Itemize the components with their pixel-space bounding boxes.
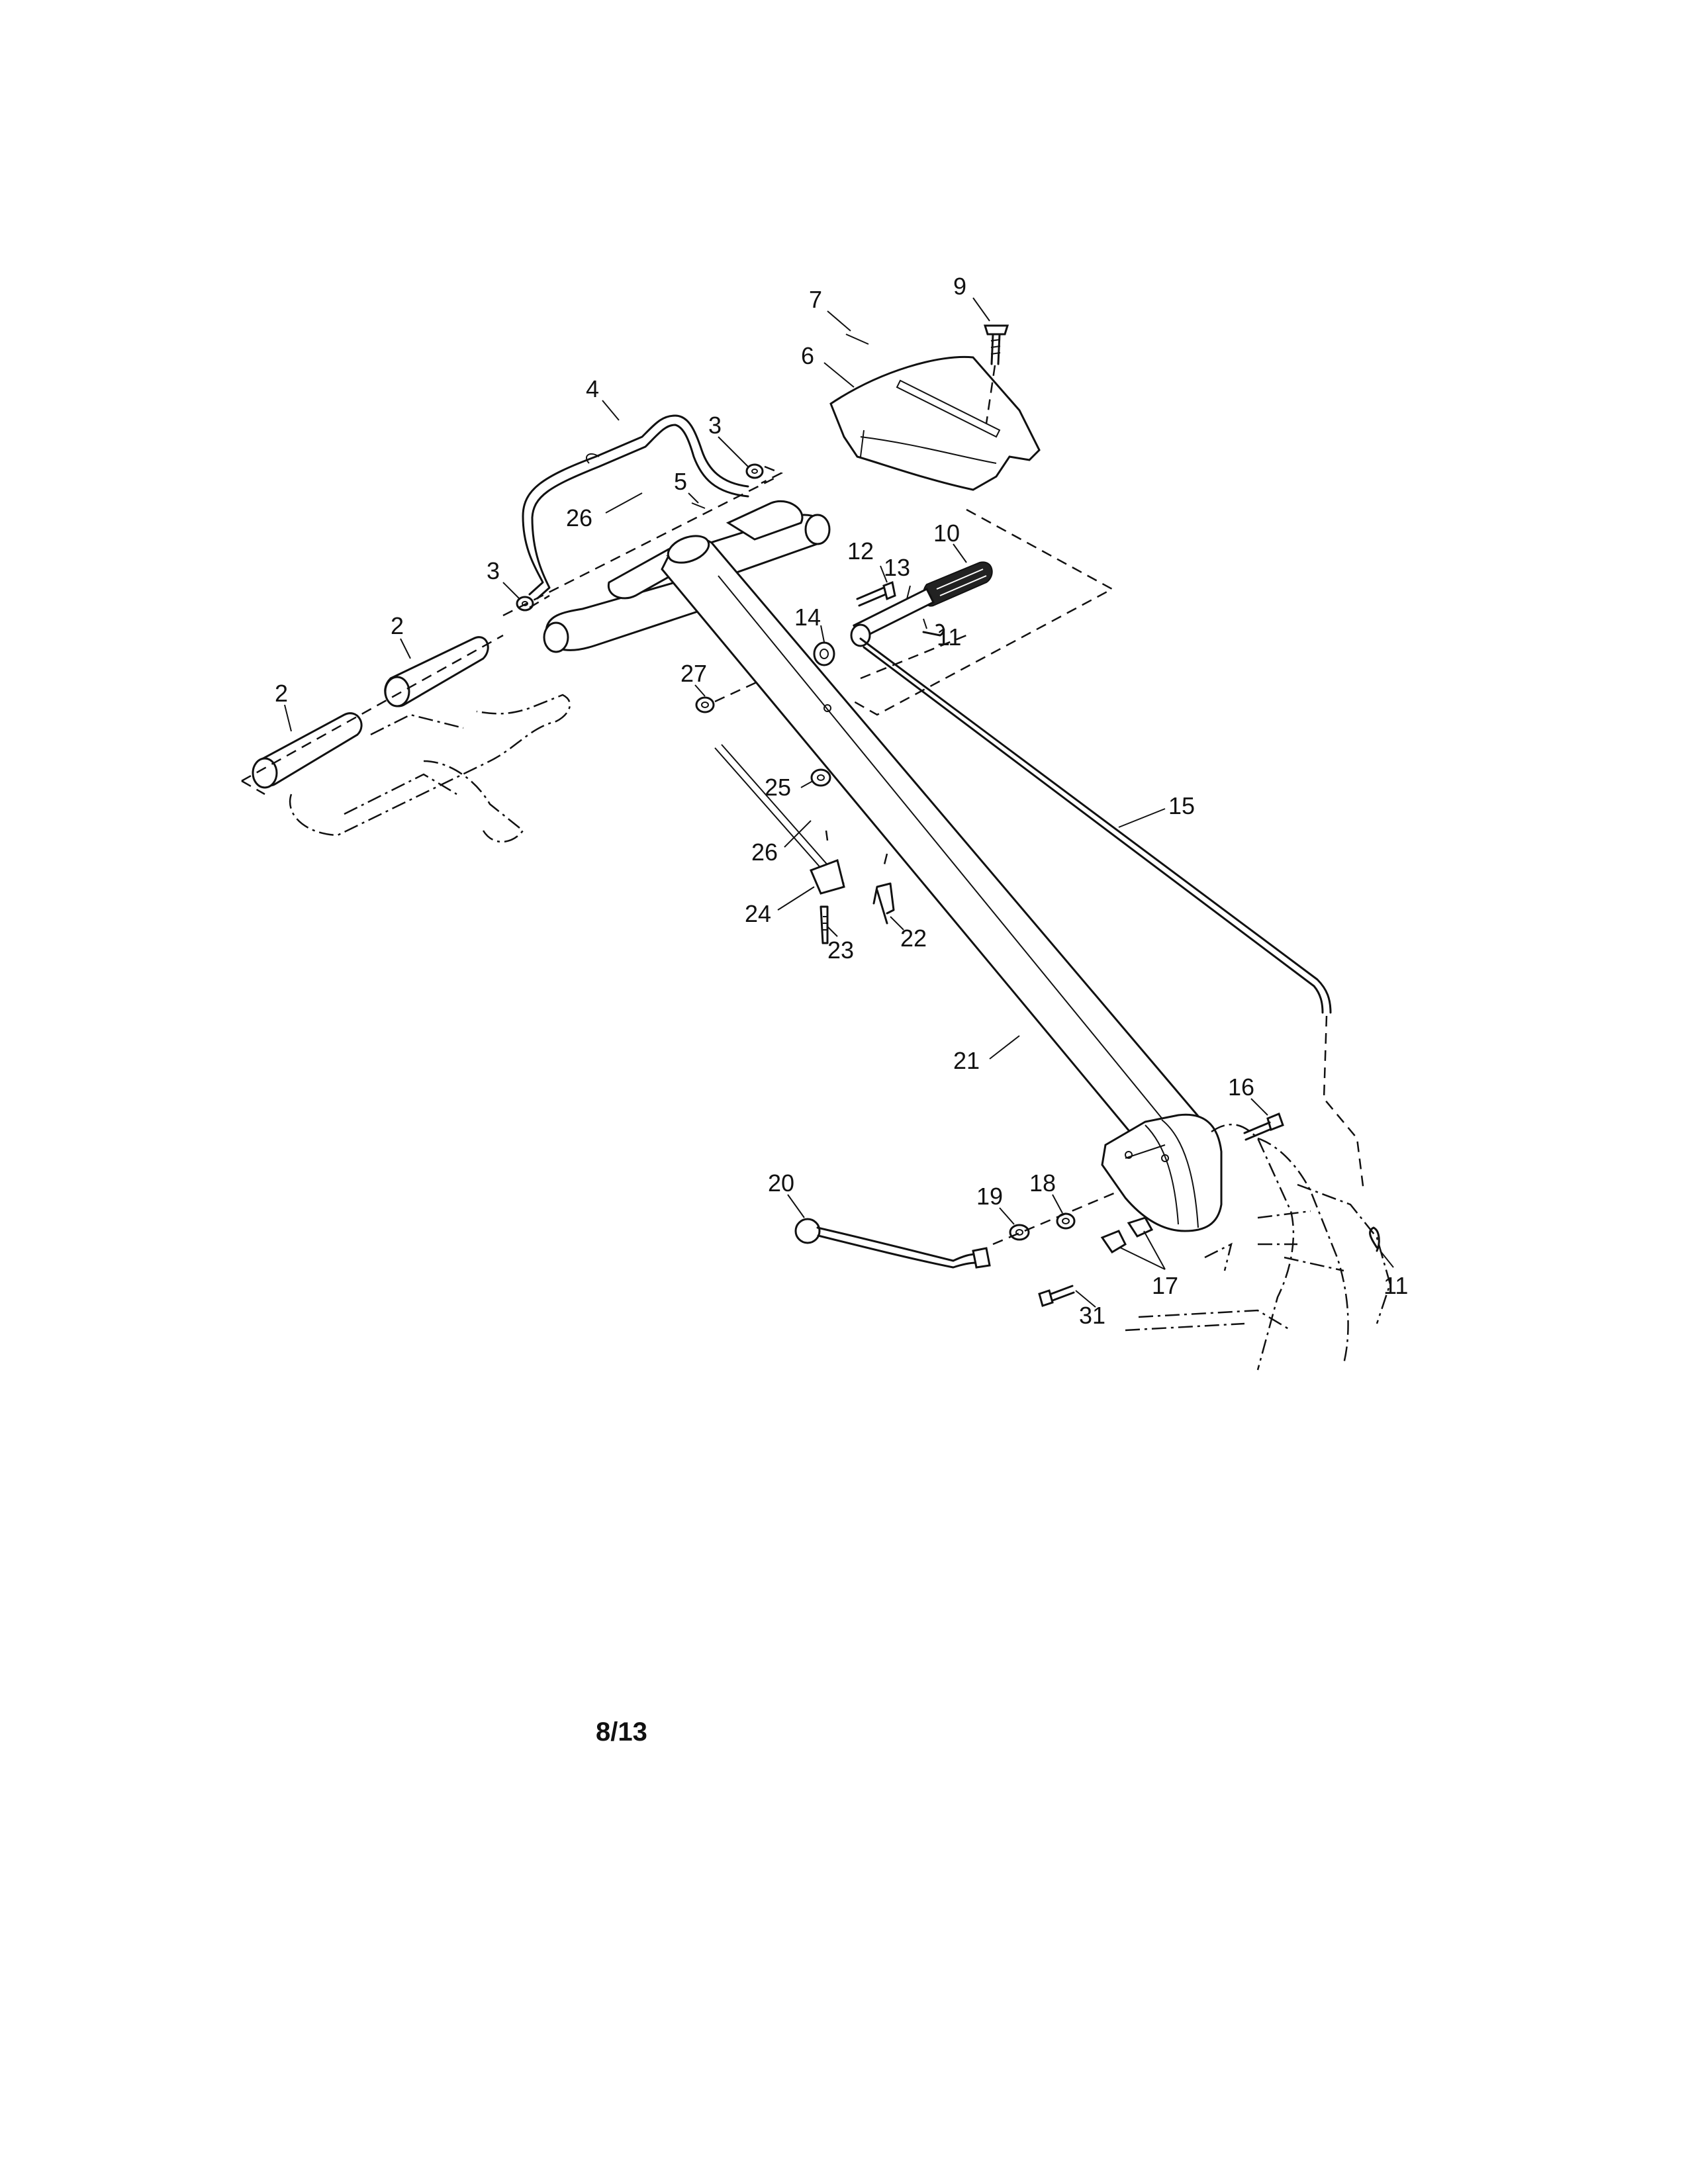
label-part-22: 22	[900, 925, 927, 952]
page-number: 8/13	[596, 1717, 647, 1747]
grip-10	[922, 561, 993, 607]
grip-2-left	[252, 712, 363, 789]
label-part-3-lower: 3	[487, 557, 500, 584]
label-part-20: 20	[768, 1169, 794, 1197]
label-part-6: 6	[801, 342, 814, 369]
label-part-26-upper: 26	[566, 504, 592, 531]
gear-housing	[1101, 1113, 1223, 1232]
label-part-31: 31	[1079, 1302, 1105, 1329]
clip-7	[845, 334, 869, 345]
label-part-15: 15	[1168, 792, 1195, 819]
label-part-11-upper: 11	[937, 623, 961, 651]
rod-15	[859, 637, 1332, 1014]
label-part-25: 25	[765, 774, 791, 801]
bolt-9	[983, 324, 1009, 365]
washer-19	[1009, 1224, 1030, 1241]
bolt-12	[856, 580, 896, 607]
clip-22	[872, 882, 895, 925]
label-part-3-upper: 3	[708, 412, 722, 439]
label-part-7: 7	[809, 286, 822, 313]
pin-5	[691, 502, 706, 509]
label-part-26-lower: 26	[751, 839, 778, 866]
label-part-16: 16	[1228, 1073, 1254, 1101]
label-part-12: 12	[847, 537, 874, 565]
clip-11-lower	[1369, 1226, 1380, 1252]
label-part-2-right: 2	[391, 612, 404, 639]
shift-lever-20	[794, 1218, 991, 1269]
label-part-19: 19	[976, 1183, 1003, 1210]
bracket-24	[810, 859, 845, 895]
label-part-2-left: 2	[275, 680, 288, 707]
phantom-handle	[289, 694, 571, 843]
phantom-chassis	[1125, 1123, 1391, 1371]
label-part-14: 14	[794, 604, 821, 631]
clip-11-upper	[922, 623, 945, 637]
nut-25	[810, 768, 831, 787]
label-part-4: 4	[586, 375, 599, 402]
bolt-16	[1243, 1113, 1284, 1141]
label-part-21: 21	[953, 1047, 980, 1074]
label-part-23: 23	[827, 936, 854, 964]
pin-23	[820, 905, 829, 944]
label-part-18: 18	[1029, 1169, 1056, 1197]
nut-27	[695, 696, 715, 713]
label-part-5: 5	[674, 468, 687, 495]
label-part-27: 27	[680, 660, 707, 687]
spacer-14	[813, 641, 835, 666]
handle-bar-4	[522, 414, 749, 600]
label-part-24: 24	[745, 900, 771, 927]
label-part-17: 17	[1152, 1272, 1178, 1299]
leader-lines	[284, 297, 1394, 1308]
shield-cover	[829, 355, 1041, 491]
label-part-13: 13	[884, 554, 910, 581]
label-part-9: 9	[953, 273, 966, 300]
blocks-17	[1100, 1216, 1154, 1254]
washer-3-right	[745, 463, 764, 479]
label-part-10: 10	[933, 520, 960, 547]
rod-26	[714, 744, 845, 887]
label-part-11-lower: 11	[1383, 1272, 1408, 1299]
bolt-31	[1038, 1285, 1075, 1307]
grip-2-right	[384, 636, 489, 707]
